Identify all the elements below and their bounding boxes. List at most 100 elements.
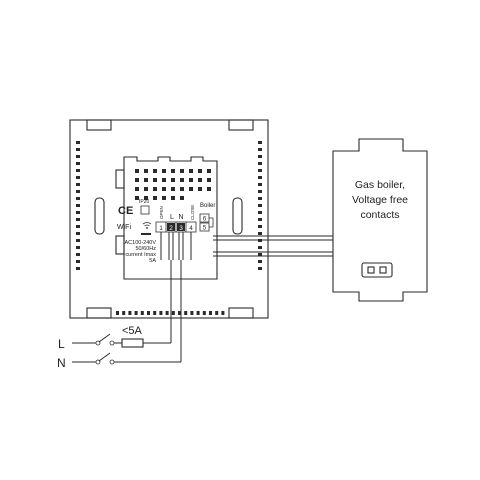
vent-slot <box>76 260 80 263</box>
module-hole <box>153 169 157 173</box>
vent-slot <box>258 260 262 263</box>
boiler-contact-terminal <box>361 262 393 278</box>
module-vent-holes <box>135 169 211 200</box>
vent-slot <box>258 148 262 151</box>
vent-slot <box>209 311 212 315</box>
boiler-title-line-1: Gas boiler, <box>355 179 405 191</box>
neutral-switch <box>95 352 115 365</box>
terminal-letter-n: N <box>178 214 183 221</box>
module-hole <box>189 187 193 191</box>
vent-slot <box>190 311 194 315</box>
module-hole <box>153 196 157 200</box>
terminal-2: 2 <box>169 225 173 232</box>
vent-slot <box>76 211 80 214</box>
module-hole <box>153 178 157 182</box>
vent-slot <box>116 311 119 315</box>
vent-slot <box>76 169 80 172</box>
svg-text:50/60Hz: 50/60Hz <box>136 246 157 252</box>
vent-slot <box>202 311 206 315</box>
thermostat-module: CE IP20 WiFi AC100-240V 50/60Hz current … <box>115 156 218 280</box>
vent-slot <box>128 311 132 315</box>
vents-left <box>76 141 80 270</box>
vent-slot <box>258 232 262 235</box>
wifi-label: WiFi <box>117 224 131 231</box>
vent-slot <box>258 176 262 179</box>
terminal-leads <box>160 232 192 260</box>
terminal-4: 4 <box>189 225 193 232</box>
module-hole <box>198 187 202 191</box>
module-hole <box>207 187 211 191</box>
module-hole <box>144 178 148 182</box>
boiler-title-line-2: Voltage free <box>352 194 408 206</box>
module-hole <box>207 178 211 182</box>
ip-rating-label: IP20 <box>139 199 150 205</box>
module-hole <box>207 169 211 173</box>
boiler-label: Boiler <box>200 203 215 209</box>
terminal-3: 3 <box>179 225 183 232</box>
vent-slot <box>165 311 169 315</box>
boiler-wires <box>213 235 333 257</box>
vent-slot <box>122 311 126 315</box>
wifi-indicator-bar <box>141 233 151 235</box>
vent-slot <box>76 204 80 207</box>
vent-slot <box>76 218 80 221</box>
vent-slot <box>76 190 80 193</box>
vent-slot <box>258 267 262 270</box>
vent-slot <box>258 183 262 186</box>
module-hole <box>135 196 139 200</box>
terminal-letter-l: L <box>170 214 174 221</box>
vent-slot <box>258 190 262 193</box>
vent-slot <box>258 162 262 165</box>
line-switch <box>95 333 115 346</box>
vent-slot <box>147 311 150 315</box>
module-hole <box>171 178 175 182</box>
vents-right <box>258 141 262 270</box>
vent-slot <box>76 155 80 158</box>
vent-slot <box>76 148 80 151</box>
module-hole <box>144 169 148 173</box>
vent-slot <box>159 311 163 315</box>
gas-boiler: Gas boiler, Voltage free contacts <box>332 138 428 302</box>
module-hole <box>162 178 166 182</box>
vent-slot <box>258 204 262 207</box>
module-hole <box>189 169 193 173</box>
open-label: OPEN <box>159 206 164 219</box>
terminal-1: 1 <box>159 225 163 232</box>
neutral-label: N <box>57 356 66 370</box>
ce-mark: CE <box>118 205 133 217</box>
vent-slot <box>258 253 262 256</box>
vent-slot <box>76 239 80 242</box>
line-label: L <box>58 337 65 351</box>
vents-bottom <box>116 311 225 315</box>
module-hole <box>180 187 184 191</box>
supply-wiring: L N <5A <box>57 260 182 370</box>
vent-slot <box>153 311 157 315</box>
vent-slot <box>76 141 80 144</box>
terminal-block: 1 2 3 4 6 5 <box>155 213 214 233</box>
vent-slot <box>221 311 225 315</box>
vent-slot <box>76 253 80 256</box>
vent-slot <box>76 267 80 270</box>
vent-slot <box>76 225 80 228</box>
vent-slot <box>258 197 262 200</box>
module-hole <box>162 187 166 191</box>
fuse-label: <5A <box>122 325 143 337</box>
vent-slot <box>76 162 80 165</box>
module-hole <box>180 178 184 182</box>
vent-slot <box>215 311 219 315</box>
vent-slot <box>76 232 80 235</box>
vent-slot <box>196 311 200 315</box>
module-hole <box>135 187 139 191</box>
module-hole <box>180 196 184 200</box>
vent-slot <box>184 311 188 315</box>
module-hole <box>162 196 166 200</box>
vent-slot <box>76 197 80 200</box>
module-hole <box>180 169 184 173</box>
vent-slot <box>258 218 262 221</box>
wifi-signal-icon <box>142 222 152 229</box>
module-hole <box>144 187 148 191</box>
module-hole <box>162 169 166 173</box>
module-hole <box>135 178 139 182</box>
module-hole <box>153 187 157 191</box>
